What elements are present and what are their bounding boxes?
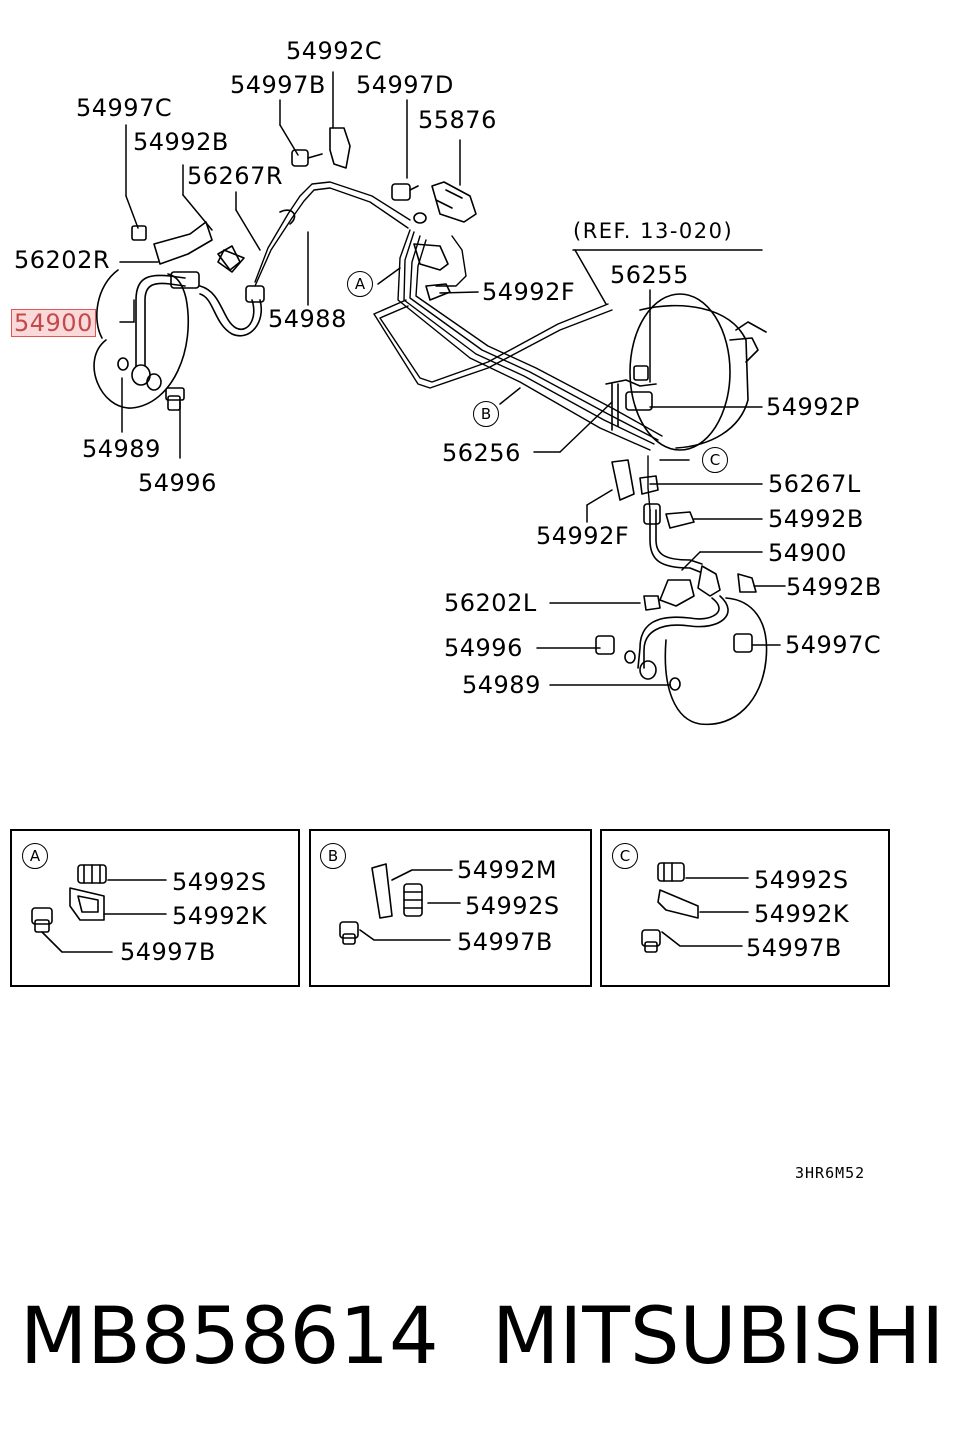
inset-a-drawing — [31, 864, 167, 953]
drawing-code: 3HR6M52 — [795, 1164, 866, 1182]
brake-booster — [605, 293, 767, 501]
inset-a-label-1[interactable]: 54992S — [172, 868, 267, 896]
part-label-54992F-lower[interactable]: 54992F — [536, 522, 630, 550]
callout-a: A — [347, 271, 373, 297]
part-label-54989-right[interactable]: 54989 — [462, 671, 541, 699]
inset-a-label-3[interactable]: 54997B — [120, 938, 216, 966]
part-label-54996-right[interactable]: 54996 — [444, 634, 523, 662]
inset-b-label-1[interactable]: 54992M — [457, 856, 558, 884]
part-label-54992P[interactable]: 54992P — [766, 393, 860, 421]
part-label-56267R[interactable]: 56267R — [187, 162, 284, 190]
part-label-54997D[interactable]: 54997D — [356, 71, 454, 99]
part-label-55876[interactable]: 55876 — [418, 106, 497, 134]
part-label-54997C-left[interactable]: 54997C — [76, 94, 173, 122]
inset-c-drawing — [641, 862, 749, 953]
inset-c-label-3[interactable]: 54997B — [746, 934, 842, 962]
inset-b-marker: B — [320, 843, 346, 869]
part-label-54992B-right-1[interactable]: 54992B — [768, 505, 864, 533]
inset-c-marker: C — [612, 843, 638, 869]
part-label-56256[interactable]: 56256 — [442, 439, 521, 467]
callout-c: C — [702, 447, 728, 473]
footer-part-number: MB858614 — [20, 1292, 439, 1382]
part-label-54992B-left[interactable]: 54992B — [133, 128, 229, 156]
part-label-54997B[interactable]: 54997B — [230, 71, 326, 99]
part-label-54992B-right-2[interactable]: 54992B — [786, 573, 882, 601]
part-label-56202L[interactable]: 56202L — [444, 589, 537, 617]
inset-c: C 54992S 54992K 54997B — [600, 829, 890, 987]
inset-a-label-2[interactable]: 54992K — [172, 902, 268, 930]
part-label-56202R[interactable]: 56202R — [14, 246, 111, 274]
top-fittings — [279, 127, 477, 301]
part-label-54988[interactable]: 54988 — [268, 305, 347, 333]
left-hose-assembly — [93, 221, 265, 411]
part-label-54992C[interactable]: 54992C — [286, 37, 383, 65]
leader-lines — [119, 71, 786, 686]
inset-a-marker: A — [22, 843, 48, 869]
brake-lines — [254, 181, 663, 511]
inset-c-label-1[interactable]: 54992S — [754, 866, 849, 894]
footer-brand: MITSUBISHI — [492, 1292, 945, 1382]
reference-note: (REF. 13-020) — [573, 219, 734, 243]
inset-b-drawing — [339, 863, 461, 945]
part-label-56255[interactable]: 56255 — [610, 261, 689, 289]
part-label-54900-right[interactable]: 54900 — [768, 539, 847, 567]
part-label-54997C-right[interactable]: 54997C — [785, 631, 882, 659]
callout-b: B — [473, 401, 499, 427]
inset-a: A 54992S 54992K 54997B — [10, 829, 300, 987]
part-label-54992F-top[interactable]: 54992F — [482, 278, 576, 306]
part-label-54996-left[interactable]: 54996 — [138, 469, 217, 497]
inset-b-label-2[interactable]: 54992S — [465, 892, 560, 920]
part-label-54900-highlighted[interactable]: 54900 — [11, 309, 96, 337]
inset-b: B 54992M 54992S 54997B — [309, 829, 592, 987]
inset-c-label-2[interactable]: 54992K — [754, 900, 850, 928]
part-label-56267L[interactable]: 56267L — [768, 470, 861, 498]
right-hose-assembly — [595, 503, 768, 726]
part-label-54989-left[interactable]: 54989 — [82, 435, 161, 463]
inset-b-label-3[interactable]: 54997B — [457, 928, 553, 956]
